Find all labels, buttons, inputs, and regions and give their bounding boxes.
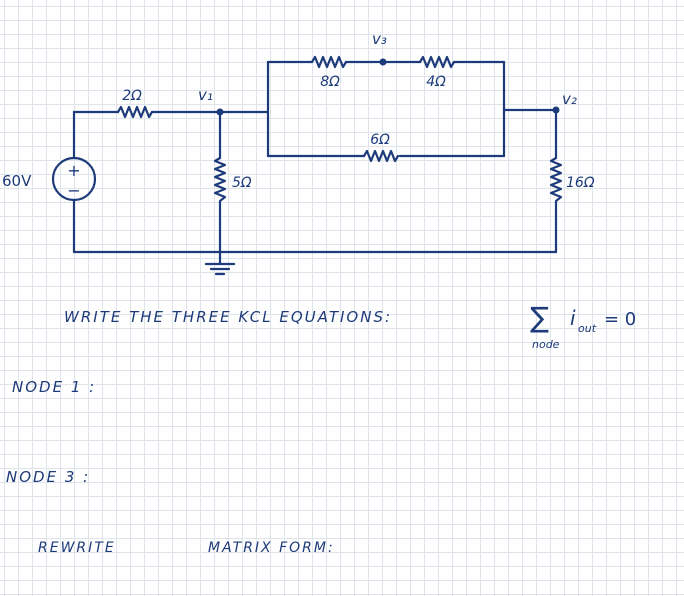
current-subscript: out: [578, 322, 597, 335]
source-label: 60V: [2, 172, 32, 190]
label-8ohm: 8Ω: [320, 74, 340, 90]
node-dot-v3: [379, 58, 387, 66]
label-6ohm: 6Ω: [370, 132, 390, 148]
source-minus: −: [67, 181, 80, 200]
matrix-form-label: MATRIX FORM:: [208, 540, 335, 556]
rewrite-label: REWRITE: [38, 540, 116, 556]
node3-label: NODE 3 :: [6, 468, 91, 486]
label-2ohm: 2Ω: [122, 88, 142, 104]
resistor-8ohm: [310, 55, 348, 69]
label-4ohm: 4Ω: [426, 74, 446, 90]
sum-symbol: ∑: [530, 301, 549, 334]
label-v2: v₂: [562, 90, 577, 108]
equals-zero: = 0: [604, 309, 636, 330]
resistor-16ohm: [549, 156, 563, 203]
source-plus: +: [67, 161, 80, 180]
node1-label: NODE 1 :: [12, 378, 97, 396]
label-v3: v₃: [372, 30, 387, 48]
node-dot-v2: [552, 106, 560, 114]
label-v1: v₁: [198, 86, 213, 104]
label-16ohm: 16Ω: [566, 175, 595, 191]
resistor-4ohm: [418, 55, 456, 69]
voltage-source: [51, 156, 97, 202]
resistor-2ohm: [116, 105, 154, 119]
current-symbol: i: [570, 306, 576, 330]
resistor-5ohm: [213, 156, 227, 203]
resistor-6ohm: [362, 149, 400, 163]
ground-icon: [204, 262, 236, 276]
label-5ohm: 5Ω: [232, 175, 252, 191]
sum-subscript: node: [532, 338, 560, 351]
node-dot-v1: [216, 108, 224, 116]
kcl-prompt: WRITE THE THREE KCL EQUATIONS:: [64, 308, 393, 326]
